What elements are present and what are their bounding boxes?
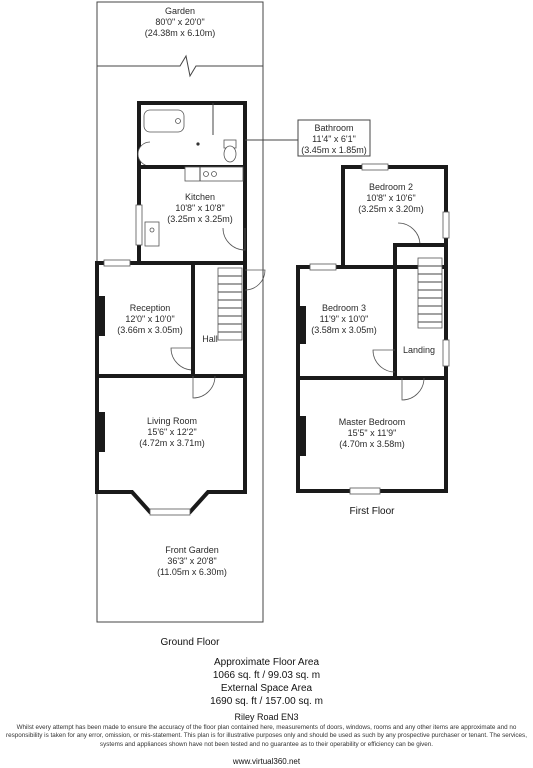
kitchen-label: Kitchen (185, 192, 215, 202)
living-room-chimney (97, 412, 105, 452)
staircase (217, 267, 243, 341)
kitchen-sink-fixture (144, 221, 160, 247)
approx-floor-area-title: Approximate Floor Area (213, 657, 320, 668)
kitchen-door-swing (222, 227, 246, 251)
bath-tap-icon (175, 118, 181, 124)
bedroom2-window (361, 163, 389, 171)
bay-window (149, 508, 191, 516)
kitchen-size-metric: (3.25m x 3.25m) (167, 214, 233, 224)
bath-fixture (143, 109, 185, 133)
ground-floor-label: Ground Floor (161, 637, 221, 648)
master-bedroom-size-metric: (4.70m x 3.58m) (339, 439, 405, 449)
master-bedroom-window (349, 487, 381, 495)
front-garden-size: 36'3" x 20'8" (167, 556, 216, 566)
garden-break-line (97, 54, 263, 78)
bedroom3-door-swing (372, 349, 396, 373)
first-floor-staircase (417, 257, 443, 329)
hob-ring-icon (211, 171, 217, 177)
reception-door-swing (170, 347, 194, 371)
bathroom-size-metric: (3.45m x 1.85m) (301, 145, 367, 155)
toilet-bowl-icon (223, 145, 237, 163)
landing-window (442, 339, 450, 367)
reception-window (103, 259, 131, 267)
bedroom2-door-swing (397, 222, 421, 246)
master-bedroom-label: Master Bedroom (339, 417, 406, 427)
hall-door-swing (244, 269, 266, 291)
external-space-area-title: External Space Area (220, 683, 313, 694)
external-space-area-value: 1690 sq. ft / 157.00 sq. m (210, 696, 323, 707)
bedroom3-size-metric: (3.58m x 3.05m) (311, 325, 377, 335)
sink-drain-icon (149, 227, 155, 233)
bedroom2-label: Bedroom 2 (369, 182, 413, 192)
kitchen-window (135, 204, 143, 246)
website-link[interactable]: www.virtual360.net (232, 757, 301, 766)
bedroom2-size: 10'8" x 10'6" (366, 193, 415, 203)
bathroom-size: 11'4" x 6'1" (312, 134, 356, 144)
bedroom3-size: 11'9" x 10'0" (320, 314, 369, 324)
bedroom3-label: Bedroom 3 (322, 303, 366, 313)
bathroom-callout-box (297, 119, 371, 157)
living-room-size-metric: (4.72m x 3.71m) (139, 438, 205, 448)
disclaimer-text: Whilst every attempt has been made to en… (6, 724, 527, 748)
floor-plan: Garden 80'0" x 20'0" (24.38m x 6.10m) Ba… (95, 1, 450, 648)
reception-size: 12'0" x 10'0" (125, 314, 174, 324)
kitchen-size: 10'8" x 10'8" (175, 203, 224, 213)
master-bedroom-door-swing (401, 377, 425, 401)
master-bedroom-size: 15'5" x 11'9" (348, 428, 397, 438)
living-room-label: Living Room (147, 416, 197, 426)
bathroom-label: Bathroom (314, 123, 353, 133)
bedroom3-chimney (298, 306, 306, 344)
shower-icon (196, 142, 200, 146)
master-bedroom-chimney (298, 416, 306, 456)
landing-label: Landing (403, 345, 435, 355)
hob-ring-icon (203, 171, 209, 177)
approx-floor-area-value: 1066 sq. ft / 99.03 sq. m (212, 670, 321, 681)
living-room-door-swing (192, 375, 216, 399)
bedroom2-side-window (442, 211, 450, 239)
first-floor-label: First Floor (350, 506, 396, 517)
front-garden-size-metric: (11.05m x 6.30m) (157, 567, 227, 577)
bedroom3-window (309, 263, 337, 271)
reception-chimney (97, 296, 105, 336)
living-room-size: 15'6" x 12'2" (147, 427, 196, 437)
reception-label: Reception (130, 303, 171, 313)
property-address: Riley Road EN3 (234, 712, 299, 722)
garden-label: Garden (165, 6, 195, 16)
reception-size-metric: (3.66m x 3.05m) (117, 325, 183, 335)
hall-label: Hall (202, 334, 218, 344)
garden-size: 80'0" x 20'0" (155, 17, 204, 27)
bedroom2-size-metric: (3.25m x 3.20m) (358, 204, 424, 214)
front-garden-label: Front Garden (165, 545, 219, 555)
garden-size-metric: (24.38m x 6.10m) (145, 28, 216, 38)
